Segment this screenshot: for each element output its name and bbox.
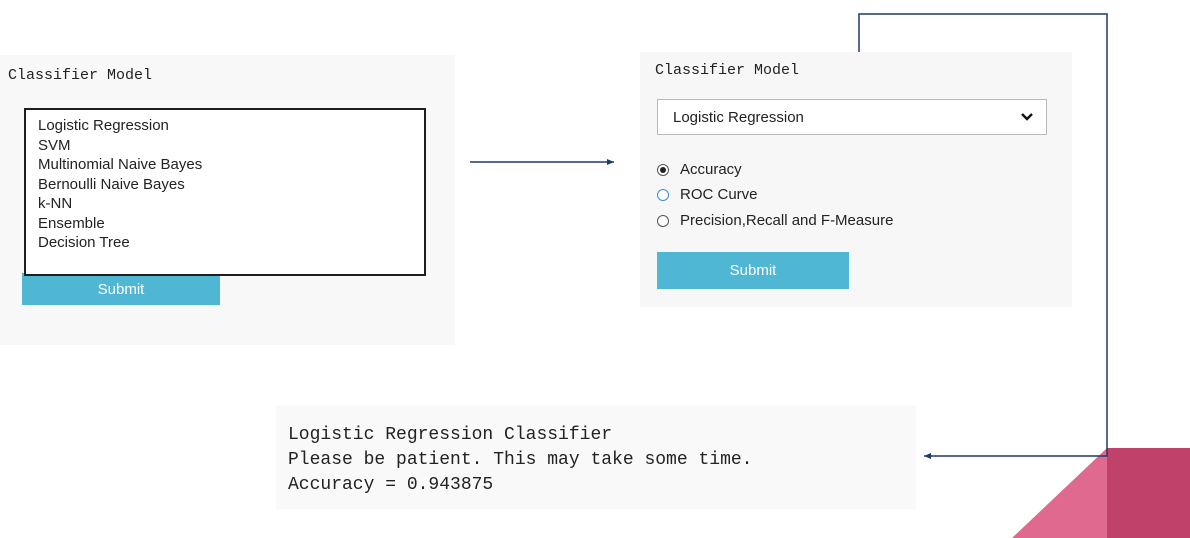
listbox-option-bernoulli-naive-bayes[interactable]: Bernoulli Naive Bayes: [38, 175, 185, 193]
radio-precision-recall-fmeasure-label: Precision,Recall and F-Measure: [680, 212, 894, 229]
chevron-down-icon: [1021, 113, 1033, 121]
listbox-option-decision-tree[interactable]: Decision Tree: [38, 234, 130, 251]
listbox-option-svm[interactable]: SVM: [38, 136, 71, 154]
output-line-status: Please be patient. This may take some ti…: [288, 450, 753, 470]
crimson-block-shape: [1107, 448, 1190, 538]
radio-roc-curve[interactable]: ROC Curve: [657, 186, 758, 203]
classifier-select[interactable]: Logistic Regression: [657, 99, 1047, 135]
pink-triangle-shape: [1012, 448, 1107, 538]
right-submit-button[interactable]: Submit: [657, 252, 849, 289]
listbox-option-logistic-regression[interactable]: Logistic Regression: [38, 117, 169, 134]
radio-precision-recall-fmeasure[interactable]: Precision,Recall and F-Measure: [657, 212, 893, 229]
left-classifier-panel: Classifier Model Submit Logistic Regress…: [0, 55, 455, 345]
right-panel-title: Classifier Model: [655, 62, 800, 79]
output-line-accuracy: Accuracy = 0.943875: [288, 475, 494, 495]
select-value: Logistic Regression: [673, 108, 804, 126]
left-submit-button[interactable]: Submit: [22, 273, 220, 305]
radio-precision-recall-fmeasure-button[interactable]: [657, 214, 669, 227]
classifier-output-panel: Logistic Regression Classifier Please be…: [276, 405, 916, 509]
right-classifier-panel: Classifier Model Logistic Regression Acc…: [640, 52, 1072, 307]
radio-accuracy-label: Accuracy: [680, 161, 742, 178]
listbox-option-multinomial-naive-bayes[interactable]: Multinomial Naive Bayes: [38, 156, 203, 173]
listbox-option-ensemble[interactable]: Ensemble: [38, 214, 105, 232]
output-line-title: Logistic Regression Classifier: [288, 425, 613, 445]
radio-roc-curve-label: ROC Curve: [680, 186, 758, 203]
arrow-right-to-output: [858, 13, 1108, 459]
classifier-listbox[interactable]: Logistic Regression SVM Multinomial Naiv…: [24, 108, 426, 276]
radio-roc-curve-button[interactable]: [657, 188, 669, 201]
listbox-option-knn[interactable]: k-NN: [38, 195, 73, 212]
radio-accuracy[interactable]: Accuracy: [657, 161, 742, 178]
radio-accuracy-button[interactable]: [657, 163, 669, 176]
left-panel-title: Classifier Model: [8, 67, 153, 84]
